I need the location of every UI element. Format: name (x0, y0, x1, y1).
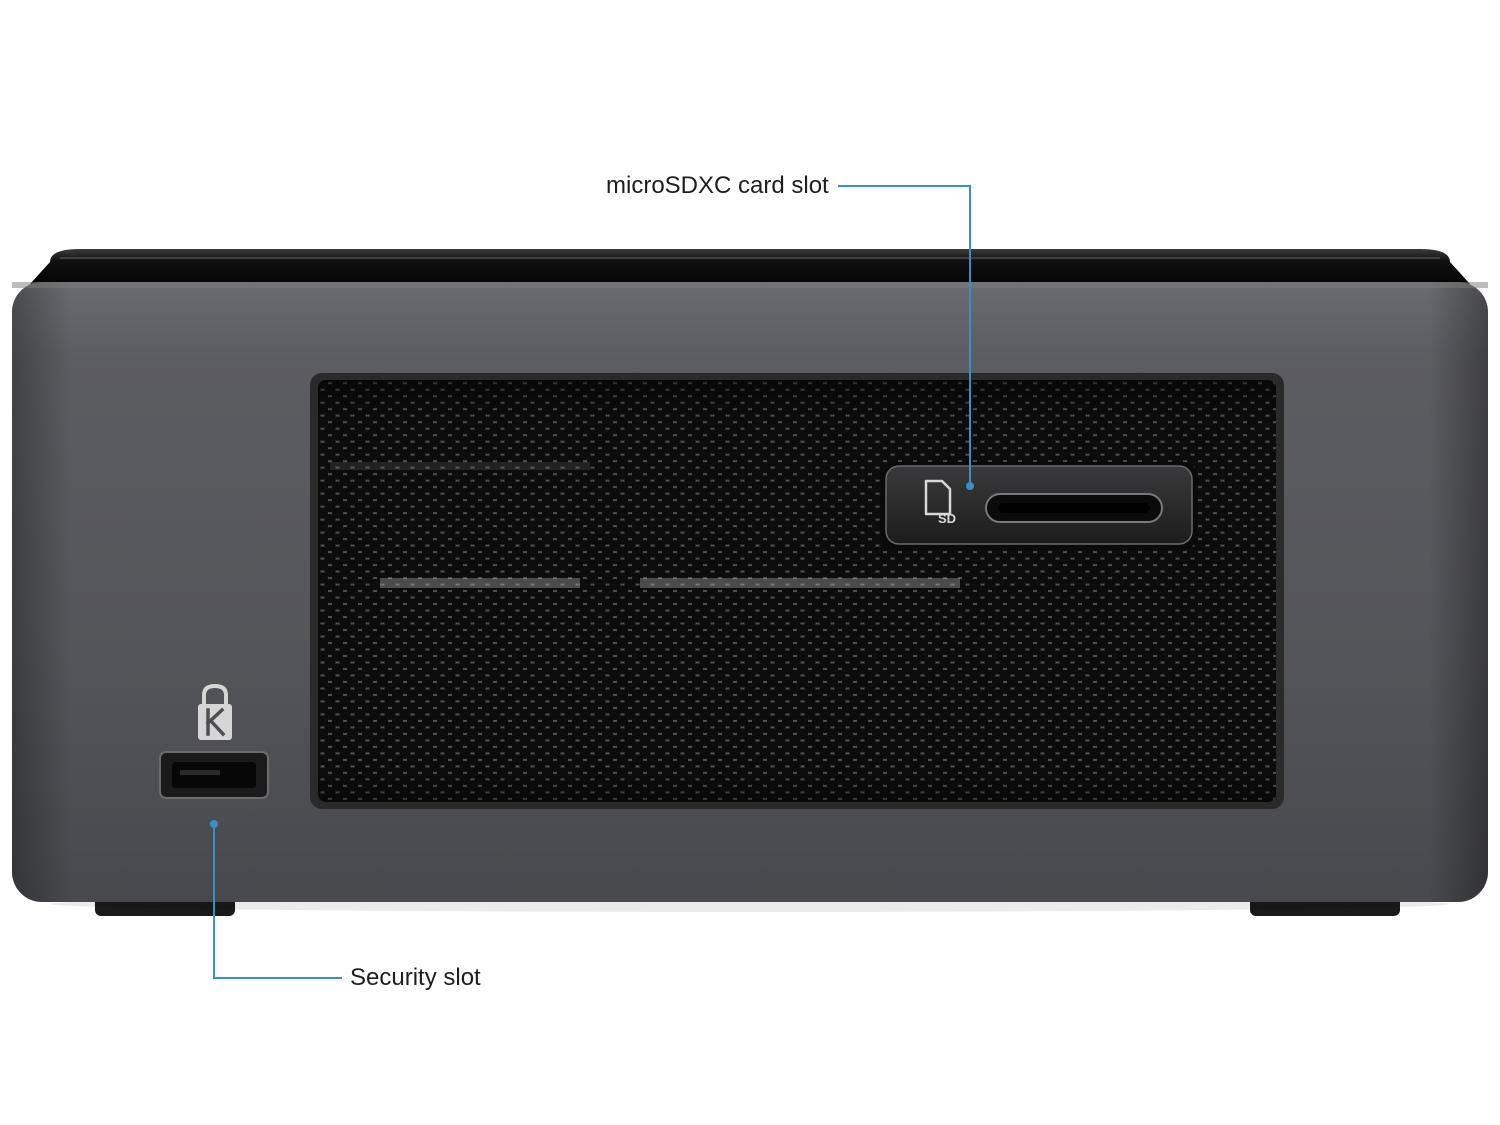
security-slot (159, 751, 269, 799)
sd-card-icon (924, 479, 952, 516)
callout-label-microsd: microSDXC card slot (606, 172, 829, 199)
callout-label-security: Security slot (350, 964, 481, 991)
kensington-lock-icon (198, 683, 232, 740)
microsd-slot-panel (880, 462, 1198, 550)
callout-line-security (210, 820, 342, 979)
device-top-lid (30, 249, 1470, 284)
ventilation-grille (310, 373, 1284, 809)
sd-icon-text: SD (938, 511, 956, 526)
callout-line-microsd (838, 185, 974, 490)
